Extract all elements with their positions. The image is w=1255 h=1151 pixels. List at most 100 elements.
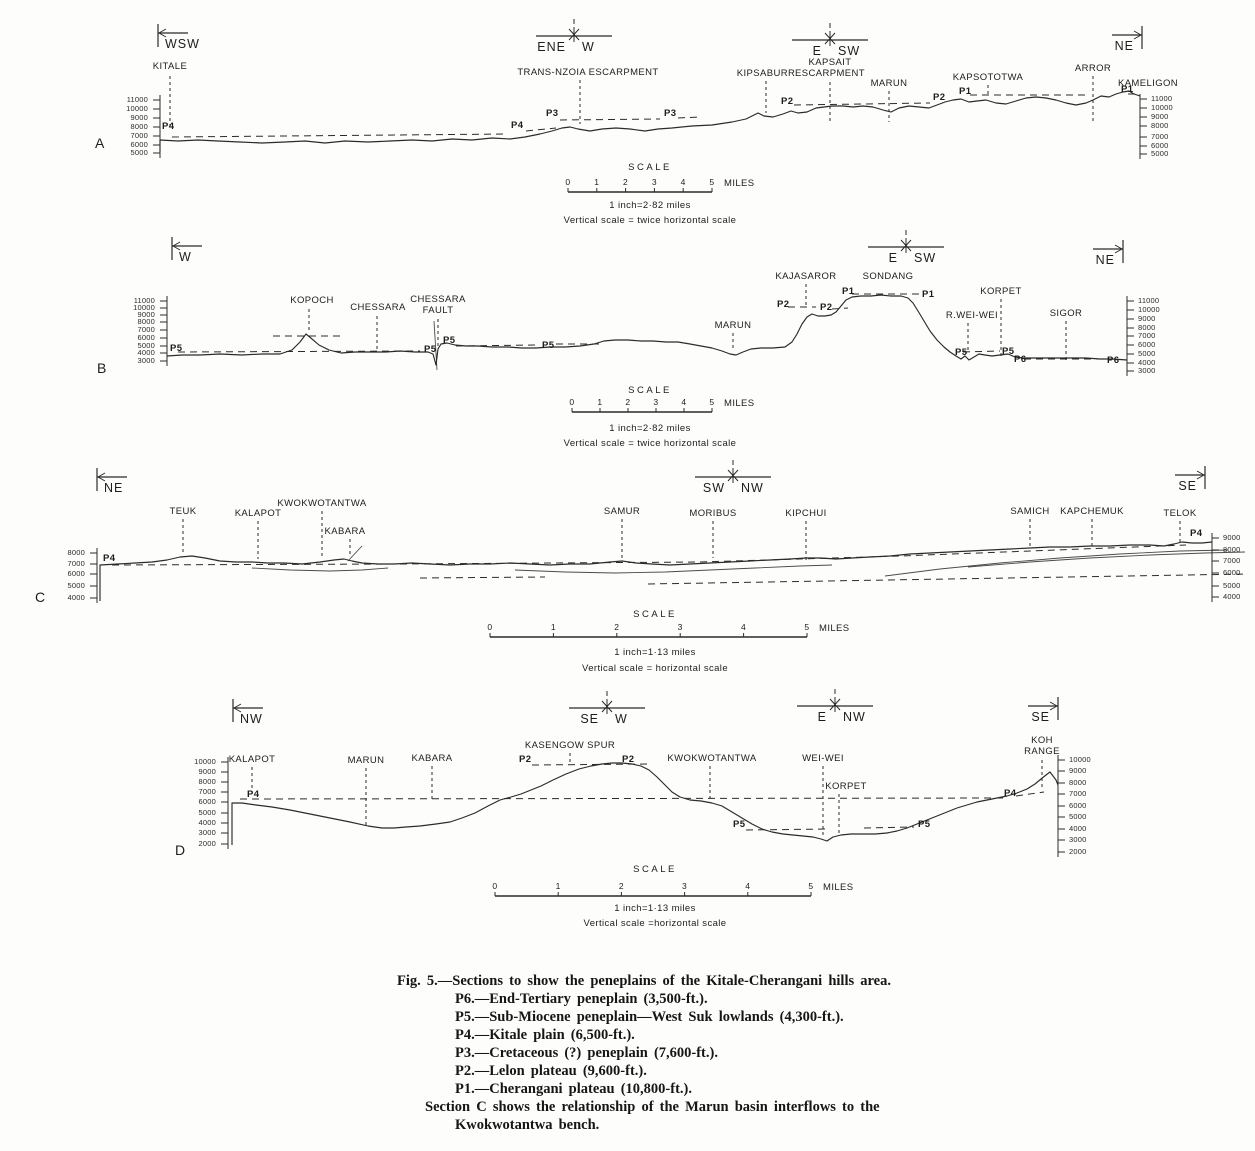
place-label: KWOKWOTANTWA bbox=[667, 753, 757, 764]
section-letter: D bbox=[175, 842, 187, 858]
axis-tick-label: 7000 bbox=[1223, 556, 1241, 565]
axis-tick-label: 5000 bbox=[1151, 149, 1169, 158]
axis-tick-label: 10000 bbox=[194, 757, 216, 766]
axis-tick-label: 2000 bbox=[1069, 847, 1087, 856]
profile-line bbox=[231, 762, 1059, 845]
scale-tick-label: 3 bbox=[653, 397, 659, 407]
place-label: KOPOCH bbox=[290, 295, 334, 306]
axis-tick-label: 5000 bbox=[1069, 812, 1087, 821]
peneplain-line bbox=[745, 828, 831, 831]
direction-label: NE bbox=[104, 481, 124, 495]
direction-arrow bbox=[97, 476, 106, 482]
axis-tick-label: 8000 bbox=[1223, 545, 1241, 554]
direction-label: SE bbox=[1031, 710, 1050, 724]
place-label: KAMELIGON bbox=[1117, 78, 1179, 89]
axis-tick-label: 3000 bbox=[137, 356, 155, 365]
axis-tick-label: 4000 bbox=[1223, 592, 1241, 601]
axis-tick-label: 4000 bbox=[1138, 358, 1156, 367]
axis-tick-label: 9000 bbox=[1069, 766, 1087, 775]
axis-tick-label: 9000 bbox=[1223, 533, 1241, 542]
scale-tick-label: 1 bbox=[555, 881, 561, 891]
scale-unit: MILES bbox=[724, 178, 755, 189]
axis-tick-label: 8000 bbox=[130, 122, 148, 131]
axis-tick-label: 6000 bbox=[1151, 141, 1169, 150]
direction-marker-star bbox=[829, 698, 841, 711]
direction-label: SW bbox=[838, 44, 861, 58]
direction-label: NW bbox=[240, 712, 263, 726]
scale-text: 1 inch=2·82 miles bbox=[609, 200, 691, 211]
place-label: MORIBUS bbox=[689, 508, 737, 519]
direction-label: NW bbox=[741, 481, 764, 495]
direction-arrow bbox=[1133, 34, 1142, 40]
scale-tick-label: 1 bbox=[597, 397, 603, 407]
scale-tick-label: 2 bbox=[618, 881, 624, 891]
place-label: R.WEI-WEI bbox=[945, 310, 999, 321]
scale-tick-label: 1 bbox=[594, 177, 600, 187]
peneplain-line bbox=[559, 118, 661, 121]
caption-item: P6.—End-Tertiary peneplain (3,500-ft.). bbox=[455, 991, 708, 1007]
axis-tick-label: 5000 bbox=[198, 808, 216, 817]
scale-tick-label: 0 bbox=[565, 177, 571, 187]
scale-text: Vertical scale =horizontal scale bbox=[583, 918, 727, 929]
peneplain-line bbox=[793, 102, 931, 106]
direction-arrow bbox=[233, 707, 242, 713]
place-label: SAMUR bbox=[603, 506, 641, 517]
place-label: KAPCHEMUK bbox=[1060, 506, 1124, 517]
profile-line bbox=[166, 294, 1128, 366]
axis-tick-label: 8000 bbox=[137, 317, 155, 326]
peneplain-line bbox=[962, 350, 1001, 353]
profile-line bbox=[99, 541, 1213, 601]
place-label: KAPSOTOTWA bbox=[952, 72, 1024, 83]
p-marker-label: P2 bbox=[933, 92, 946, 103]
axis-tick-label: 9000 bbox=[1151, 112, 1169, 121]
axis-tick-label: 6000 bbox=[1223, 568, 1241, 577]
p-marker-label: P3 bbox=[546, 108, 559, 119]
direction-arrow bbox=[233, 703, 242, 709]
scale-tick-label: 5 bbox=[709, 397, 715, 407]
axis-tick-label: 7000 bbox=[67, 559, 85, 568]
direction-label: ENE bbox=[537, 40, 566, 54]
caption-item: P4.—Kitale plain (6,500-ft.). bbox=[455, 1027, 635, 1043]
place-label: KOH RANGE bbox=[1024, 735, 1060, 757]
axis-tick-label: 9000 bbox=[198, 767, 216, 776]
axis-tick-label: 9000 bbox=[1138, 314, 1156, 323]
axis-tick-label: 10000 bbox=[1151, 103, 1173, 112]
scale-text: 1 inch=1·13 miles bbox=[614, 647, 696, 658]
p-marker-label: P6 bbox=[1107, 355, 1120, 366]
scale-title: SCALE bbox=[633, 864, 677, 875]
axis-tick-label: 6000 bbox=[67, 569, 85, 578]
p-marker-label: P5 bbox=[733, 819, 746, 830]
scale-title: SCALE bbox=[628, 162, 672, 173]
p-marker-label: P4 bbox=[103, 553, 116, 564]
direction-arrow bbox=[158, 32, 167, 38]
axis-tick-label: 7000 bbox=[130, 131, 148, 140]
peneplain-line bbox=[525, 127, 557, 132]
axis-tick-label: 7000 bbox=[1151, 132, 1169, 141]
interflow-line bbox=[967, 551, 1246, 568]
scale-tick-label: 3 bbox=[677, 622, 683, 632]
interflow-line bbox=[433, 320, 438, 371]
p-marker-label: P4 bbox=[247, 789, 260, 800]
axis-tick-label: 2000 bbox=[198, 839, 216, 848]
direction-arrow bbox=[1049, 705, 1058, 711]
direction-arrow bbox=[1114, 244, 1123, 250]
scale-unit: MILES bbox=[724, 398, 755, 409]
direction-marker-star bbox=[727, 469, 739, 482]
p-marker-label: P2 bbox=[777, 299, 790, 310]
place-label: SIGOR bbox=[1049, 308, 1083, 319]
scale-tick-label: 3 bbox=[682, 881, 688, 891]
axis-tick-label: 3000 bbox=[1069, 835, 1087, 844]
place-label: SONDANG bbox=[862, 271, 914, 282]
axis-tick-label: 4000 bbox=[1069, 824, 1087, 833]
place-label: MARUN bbox=[870, 78, 908, 89]
scale-tick-label: 1 bbox=[550, 622, 556, 632]
axis-tick-label: 9000 bbox=[137, 310, 155, 319]
scale-text: 1 inch=2·82 miles bbox=[609, 423, 691, 434]
caption-item: P2.—Lelon plateau (9,600-ft.). bbox=[455, 1063, 647, 1079]
axis-tick-label: 4000 bbox=[137, 348, 155, 357]
interflow-line bbox=[884, 549, 1229, 577]
scale-tick-label: 2 bbox=[614, 622, 620, 632]
axis-tick-label: 8000 bbox=[1151, 121, 1169, 130]
axis-tick-label: 5000 bbox=[1223, 581, 1241, 590]
axis-tick-label: 7000 bbox=[1138, 331, 1156, 340]
